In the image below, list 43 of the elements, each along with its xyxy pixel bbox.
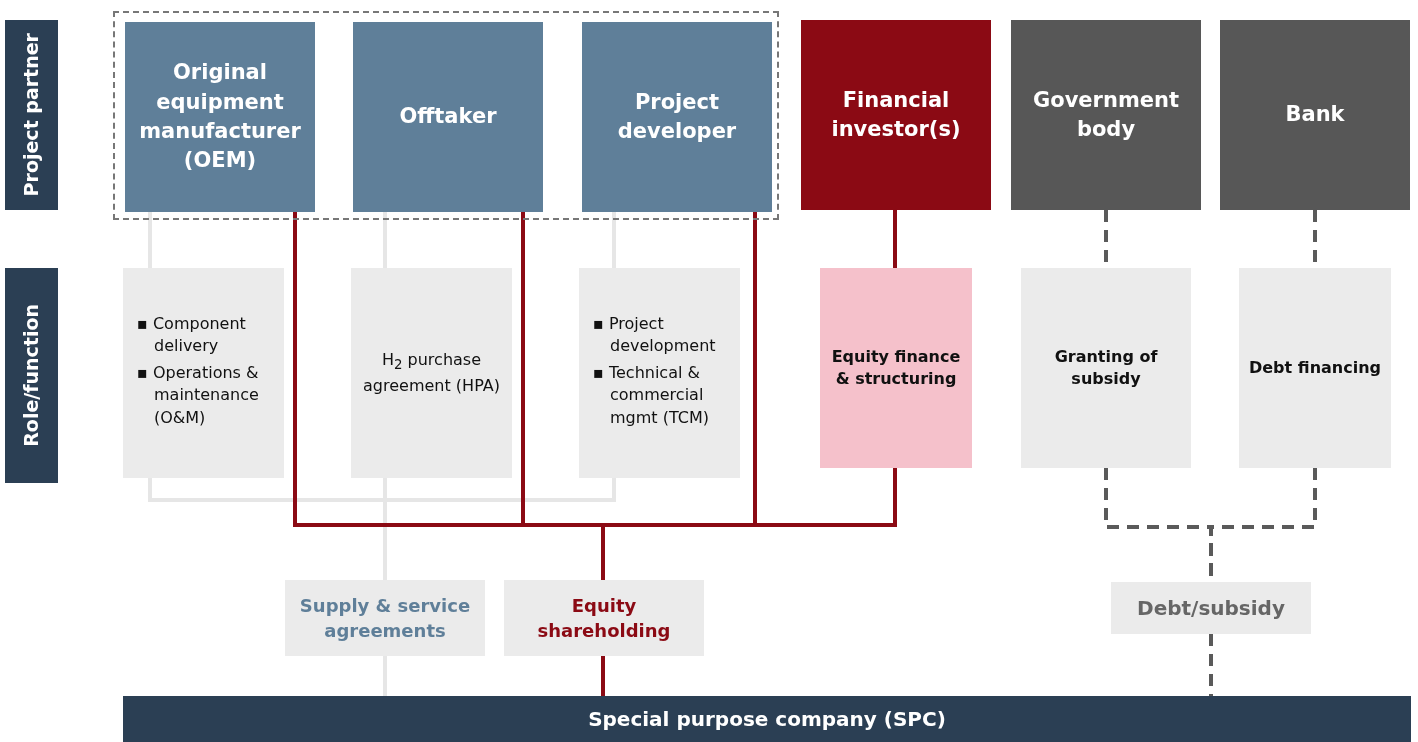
agreement-label: Debt/subsidy — [1136, 595, 1286, 622]
role-box — [1239, 268, 1391, 468]
dashed-connector — [1209, 634, 1213, 696]
connector-line — [601, 468, 897, 580]
partner-box — [1011, 20, 1201, 210]
role-text: H$_{2}$ purchase agreement (HPA) — [362, 348, 501, 397]
dashed-group-frame — [113, 11, 779, 220]
label-box — [285, 580, 485, 656]
side-band — [5, 268, 58, 483]
role-box — [820, 268, 972, 468]
connector-line — [601, 656, 605, 696]
company-label: Special purpose company (SPC) — [587, 706, 947, 733]
role-text: Granting of subsidy — [1053, 345, 1159, 390]
agreement-label: Supply & service agreements — [298, 593, 472, 643]
box-label: Offtaker — [398, 103, 498, 131]
band-label: Role/function — [19, 304, 44, 447]
role-box — [351, 268, 512, 478]
side-band — [5, 20, 58, 210]
role-box — [1021, 268, 1191, 468]
partner-box — [353, 22, 543, 212]
partner-box — [801, 20, 991, 210]
list-item: ▪ Operations & maintenance (O&M) — [137, 361, 260, 429]
role-box — [123, 268, 284, 478]
role-box — [579, 268, 740, 478]
list-item: ▪ Technical & commercial mgmt (TCM) — [593, 361, 710, 429]
label-box — [504, 580, 704, 656]
box-label: Financial investor(s) — [830, 86, 962, 143]
label-box — [1111, 582, 1311, 634]
band-label: Project partner — [19, 33, 44, 197]
partner-box — [1220, 20, 1410, 210]
box-label: Original equipment manufacturer (OEM) — [138, 59, 302, 175]
list-item: ▪ Component delivery — [137, 313, 247, 358]
box-label: Government body — [1032, 86, 1180, 143]
box-label: Project developer — [616, 88, 738, 145]
list-item: ▪ Project development — [593, 313, 717, 358]
role-text: Debt financing — [1247, 356, 1383, 379]
connector-line — [893, 210, 897, 268]
box-label: Bank — [1284, 101, 1346, 129]
company-bar — [123, 696, 1411, 742]
role-text: Equity finance & structuring — [830, 345, 962, 390]
partner-box — [125, 22, 315, 212]
partner-box — [582, 22, 772, 212]
agreement-label: Equity shareholding — [536, 593, 672, 643]
